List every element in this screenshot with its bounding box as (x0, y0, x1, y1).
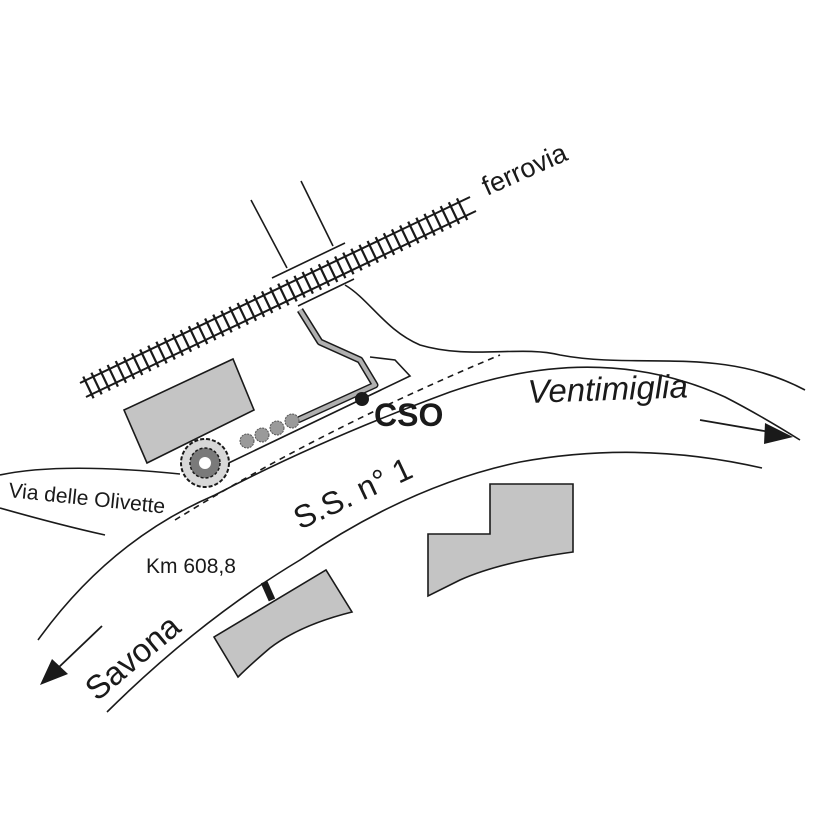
access-path-fill (297, 308, 377, 422)
railway-label: ferrovia (477, 137, 572, 201)
shrub-icon (269, 420, 285, 436)
building (427, 483, 574, 598)
site-label: CSO (374, 397, 443, 433)
kilometer-marker-label: Km 608,8 (146, 555, 236, 578)
dashed-boundary (174, 354, 501, 521)
site-boundary (213, 356, 412, 471)
building (122, 357, 256, 465)
railway (79, 196, 477, 399)
km-marker-tick (260, 580, 276, 602)
side-street-edge (0, 507, 106, 536)
arrow-west-icon (40, 625, 103, 685)
shrub-row (239, 413, 300, 449)
arrow-east-icon (699, 419, 793, 444)
underpass-road (250, 180, 355, 307)
road-edge-south (106, 451, 763, 713)
shrub-icon (239, 433, 255, 449)
rail-line (85, 210, 477, 398)
tree-icon (180, 438, 230, 488)
rail-sleepers (82, 197, 469, 399)
site-dot-icon (355, 392, 369, 406)
east-destination-label: Ventimiglia (527, 367, 688, 410)
side-street-label: Via delle Olivette (7, 479, 166, 518)
west-destination-label: Savona (78, 607, 188, 708)
shrub-icon (284, 413, 300, 429)
road-name-label: S.S. n° 1 (288, 450, 418, 536)
building (212, 568, 354, 679)
terrain-outline (344, 284, 806, 391)
shrub-icon (254, 427, 270, 443)
side-street-edge (0, 467, 181, 476)
rail-line (79, 196, 471, 384)
road-edge-north (37, 366, 801, 641)
